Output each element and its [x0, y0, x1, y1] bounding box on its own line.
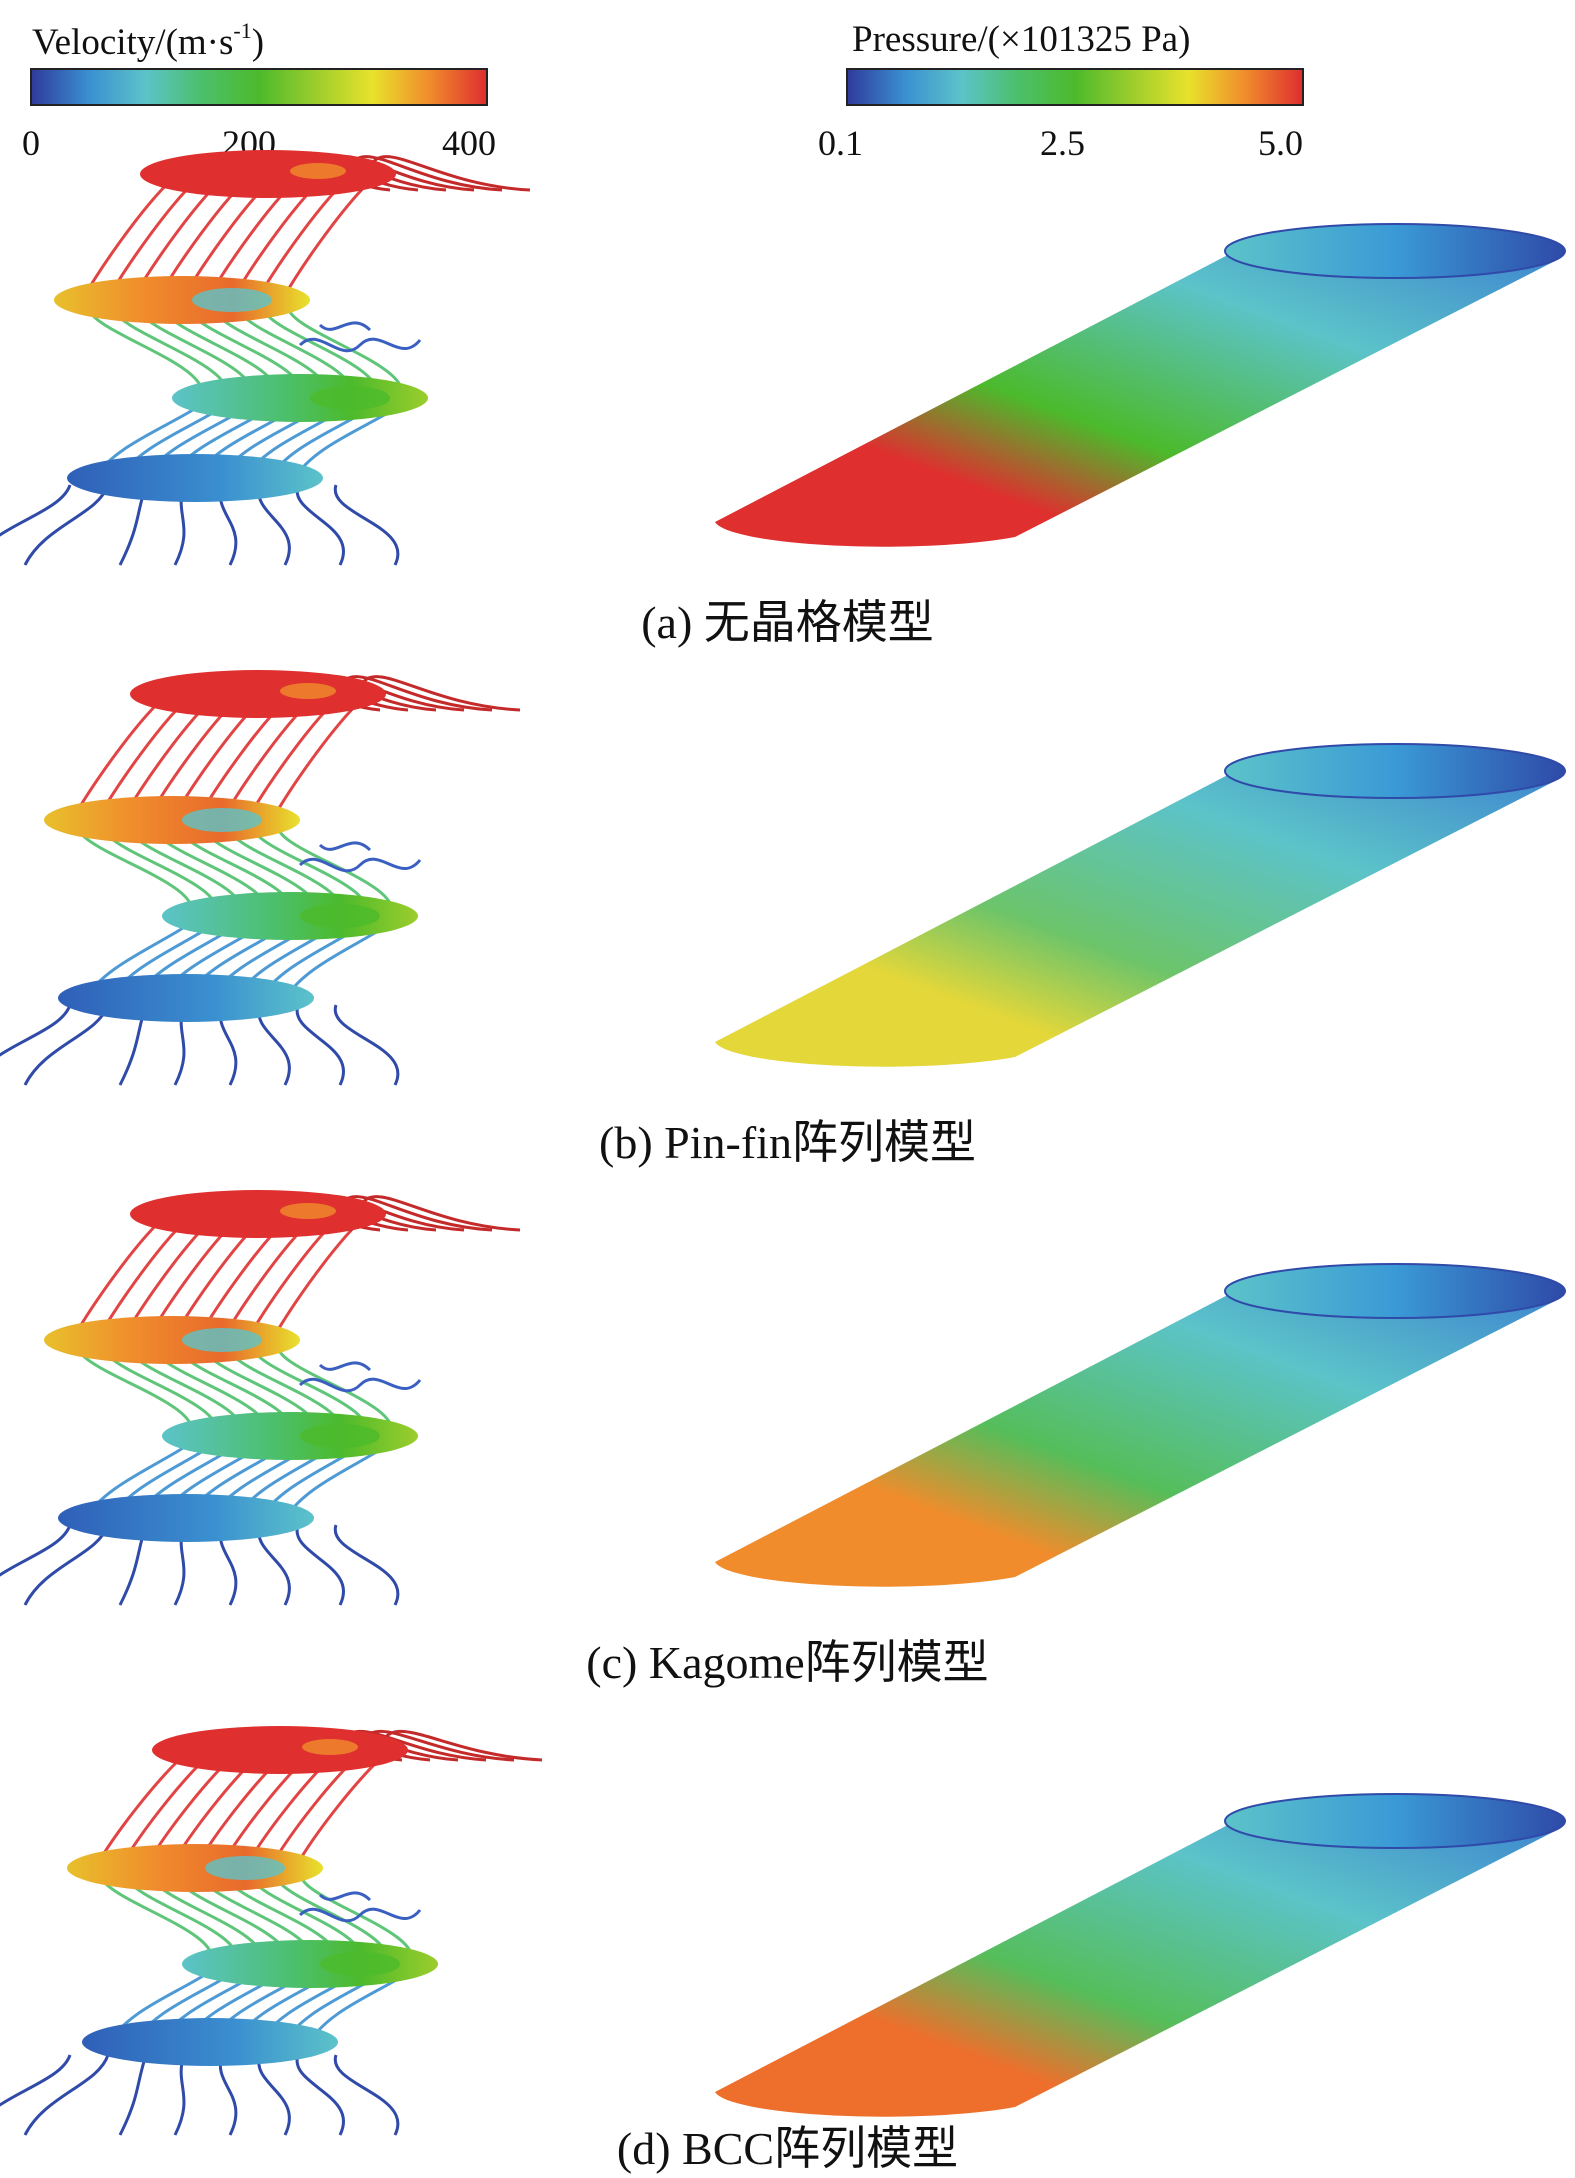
cylinder-inlet-cap [1224, 1263, 1566, 1319]
disk-core [320, 1952, 400, 1976]
disk-core [182, 1328, 262, 1352]
cross-section-disk [82, 2018, 338, 2066]
disk-core [205, 1856, 285, 1880]
cross-section-disk [130, 670, 386, 718]
cross-section-disk [67, 1844, 323, 1892]
streamline [0, 484, 72, 537]
cross-section-disk [162, 892, 418, 940]
pressure-cylinder [715, 234, 1555, 547]
streamline [0, 2054, 72, 2107]
caption-b: (b) Pin-fin阵列模型 [599, 1117, 976, 1168]
streamline [0, 1004, 72, 1057]
pressure-cylinder [715, 754, 1555, 1067]
disk-core [300, 1424, 380, 1448]
streamline [295, 1524, 345, 1606]
streamline [23, 1004, 110, 1086]
pressure-cylinder [715, 1804, 1555, 2117]
velocity-tick-min: 0 [22, 123, 40, 163]
streamline-swirl [298, 1361, 422, 1393]
streamline [23, 1524, 110, 1606]
cross-section-disk [130, 1190, 386, 1238]
streamline [23, 2054, 110, 2136]
disk-core [182, 808, 262, 832]
cross-section-disk [44, 1316, 300, 1364]
cylinder-inlet-cap [1224, 743, 1566, 799]
caption-c: (c) Kagome阵列模型 [586, 1637, 989, 1688]
caption-a: (a) 无晶格模型 [641, 597, 934, 648]
cross-section-disk [140, 150, 396, 198]
streamline-swirl [298, 841, 422, 873]
caption-d: (d) BCC阵列模型 [616, 2123, 959, 2174]
cross-section-disk [58, 974, 314, 1022]
streamline [23, 484, 110, 566]
velocity-colorbar [30, 68, 488, 106]
streamline [333, 1004, 400, 1086]
velocity-tick-max: 400 [442, 123, 496, 163]
pressure-legend-title: Pressure/(×101325 Pa) [852, 19, 1191, 60]
cylinder-inlet-cap [1224, 223, 1566, 279]
pressure-tick-min: 0.1 [818, 123, 863, 163]
cross-section-disk [44, 796, 300, 844]
cross-section-disk [54, 276, 310, 324]
panel-b [0, 670, 1566, 1086]
panel-c [0, 1190, 1566, 1606]
streamline-swirl [298, 1891, 422, 1923]
disk-core [280, 683, 336, 699]
streamline [333, 484, 400, 566]
pressure-tick-max: 5.0 [1258, 123, 1303, 163]
panel-d [0, 1726, 1566, 2136]
pressure-cylinder [715, 1274, 1555, 1587]
streamline [295, 484, 345, 566]
streamline [118, 2054, 148, 2136]
disk-core [192, 288, 272, 312]
cross-section-disk [67, 454, 323, 502]
cross-section-disk [182, 1940, 438, 1988]
streamline-swirl [298, 321, 422, 353]
disk-core [290, 163, 346, 179]
cross-section-disk [172, 374, 428, 422]
streamline [333, 2054, 400, 2136]
streamline [295, 2054, 345, 2136]
streamline [333, 1524, 400, 1606]
pressure-tick-mid: 2.5 [1040, 123, 1085, 163]
streamline [257, 2054, 291, 2136]
streamline [0, 1524, 72, 1577]
pressure-colorbar [846, 68, 1304, 106]
disk-core [302, 1739, 358, 1755]
disk-core [310, 386, 390, 410]
panel-a [0, 150, 1566, 566]
cross-section-disk [162, 1412, 418, 1460]
cross-section-disk [58, 1494, 314, 1542]
cylinder-inlet-cap [1224, 1793, 1566, 1849]
disk-core [300, 904, 380, 928]
cross-section-disk [152, 1726, 408, 1774]
disk-core [280, 1203, 336, 1219]
velocity-legend-title: Velocity/(m·s-1) [32, 18, 265, 63]
streamline [295, 1004, 345, 1086]
